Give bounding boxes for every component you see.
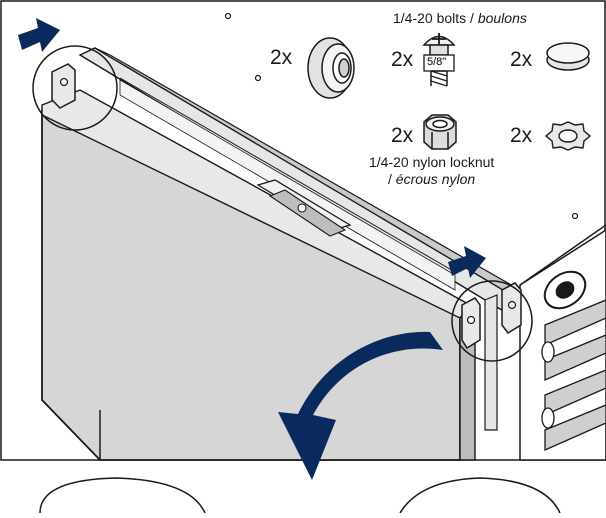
- plug-cap-icon: [546, 42, 590, 71]
- bolt-icon: [422, 33, 456, 87]
- detail-circle-bottom-right: [399, 477, 561, 514]
- side-handle: [543, 270, 587, 310]
- rail-inner: [119, 79, 456, 291]
- locknut-icon: [423, 114, 457, 150]
- detail-circle-bottom-left: [39, 477, 206, 514]
- star-washer-icon: [544, 121, 592, 151]
- cabinet-side: [519, 224, 606, 461]
- locknut-qty: 2x: [391, 124, 414, 147]
- detail-circle-right: [451, 280, 533, 362]
- bolts-caption: 1/4-20 bolts / boulons: [393, 10, 527, 26]
- left-hinge-tab: [51, 63, 76, 109]
- locknut-caption-line2: / écrous nylon: [388, 171, 476, 187]
- locknut-caption-line1: 1/4-20 nylon locknut: [369, 154, 495, 170]
- grommet-icon: [307, 37, 355, 99]
- right-hinge-tabs: [461, 282, 522, 350]
- rotate-down-arrow-icon: [278, 331, 443, 480]
- side-louvers: [544, 299, 606, 451]
- plug-cap-qty: 2x: [510, 48, 533, 71]
- grommet-qty: 2x: [270, 46, 293, 69]
- star-washer-qty: 2x: [510, 124, 533, 147]
- detail-circle-left: [32, 45, 118, 131]
- push-arrow-icon-left: [18, 18, 60, 52]
- right-bracket: [484, 294, 498, 431]
- push-arrow-icon-right: [448, 246, 486, 278]
- cabinet-top: [95, 20, 600, 285]
- bolt-length-tag: 5/8": [427, 56, 447, 68]
- bolt-qty: 2x: [391, 48, 414, 71]
- top-holes: [224, 12, 579, 220]
- side-knockouts: [541, 341, 555, 429]
- door-latch: [256, 179, 352, 237]
